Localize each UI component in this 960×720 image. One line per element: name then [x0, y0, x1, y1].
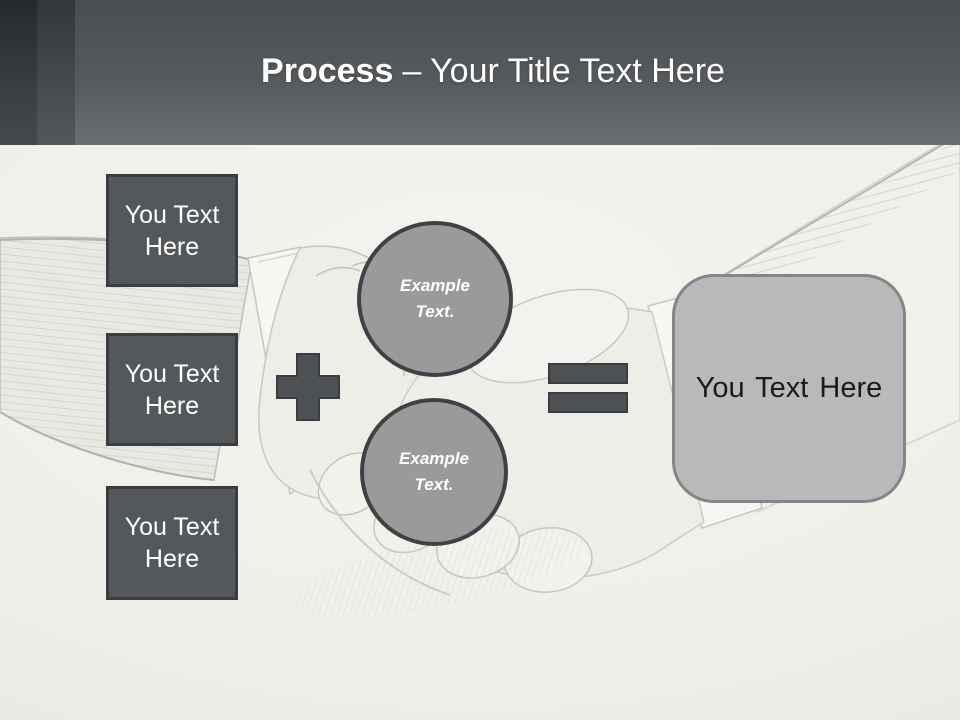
- process-box-3-label: You Text Here: [124, 513, 220, 573]
- header-accent-band-dark: [0, 0, 37, 145]
- slide-header: Process– Your Title Text Here: [0, 0, 960, 145]
- example-circle-2-line1: Example: [399, 449, 469, 468]
- process-box-2-label: You Text Here: [124, 359, 220, 420]
- process-box-3: You Text Here: [106, 486, 238, 600]
- slide-title: Process– Your Title Text Here: [0, 50, 960, 92]
- slide-title-emphasis: Process: [261, 52, 394, 90]
- example-circle-2: Example Text.: [360, 398, 508, 546]
- example-circle-1-line1: Example: [400, 276, 470, 295]
- equals-icon-top-bar: [548, 363, 628, 384]
- example-circle-1: Example Text.: [357, 221, 513, 377]
- plus-icon: [276, 353, 340, 421]
- process-box-1-label: You Text Here: [124, 200, 220, 261]
- slide-title-rest: – Your Title Text Here: [402, 52, 725, 90]
- process-box-1: You Text Here: [106, 174, 238, 287]
- example-circle-2-line2: Text.: [414, 475, 454, 494]
- equals-icon-bottom-bar: [548, 392, 628, 413]
- process-box-2: You Text Here: [106, 333, 238, 446]
- result-box-label: You Text Here: [695, 372, 883, 404]
- result-box: You Text Here: [672, 274, 906, 503]
- header-accent-band-mid: [37, 0, 75, 145]
- example-circle-1-line2: Text.: [415, 302, 455, 321]
